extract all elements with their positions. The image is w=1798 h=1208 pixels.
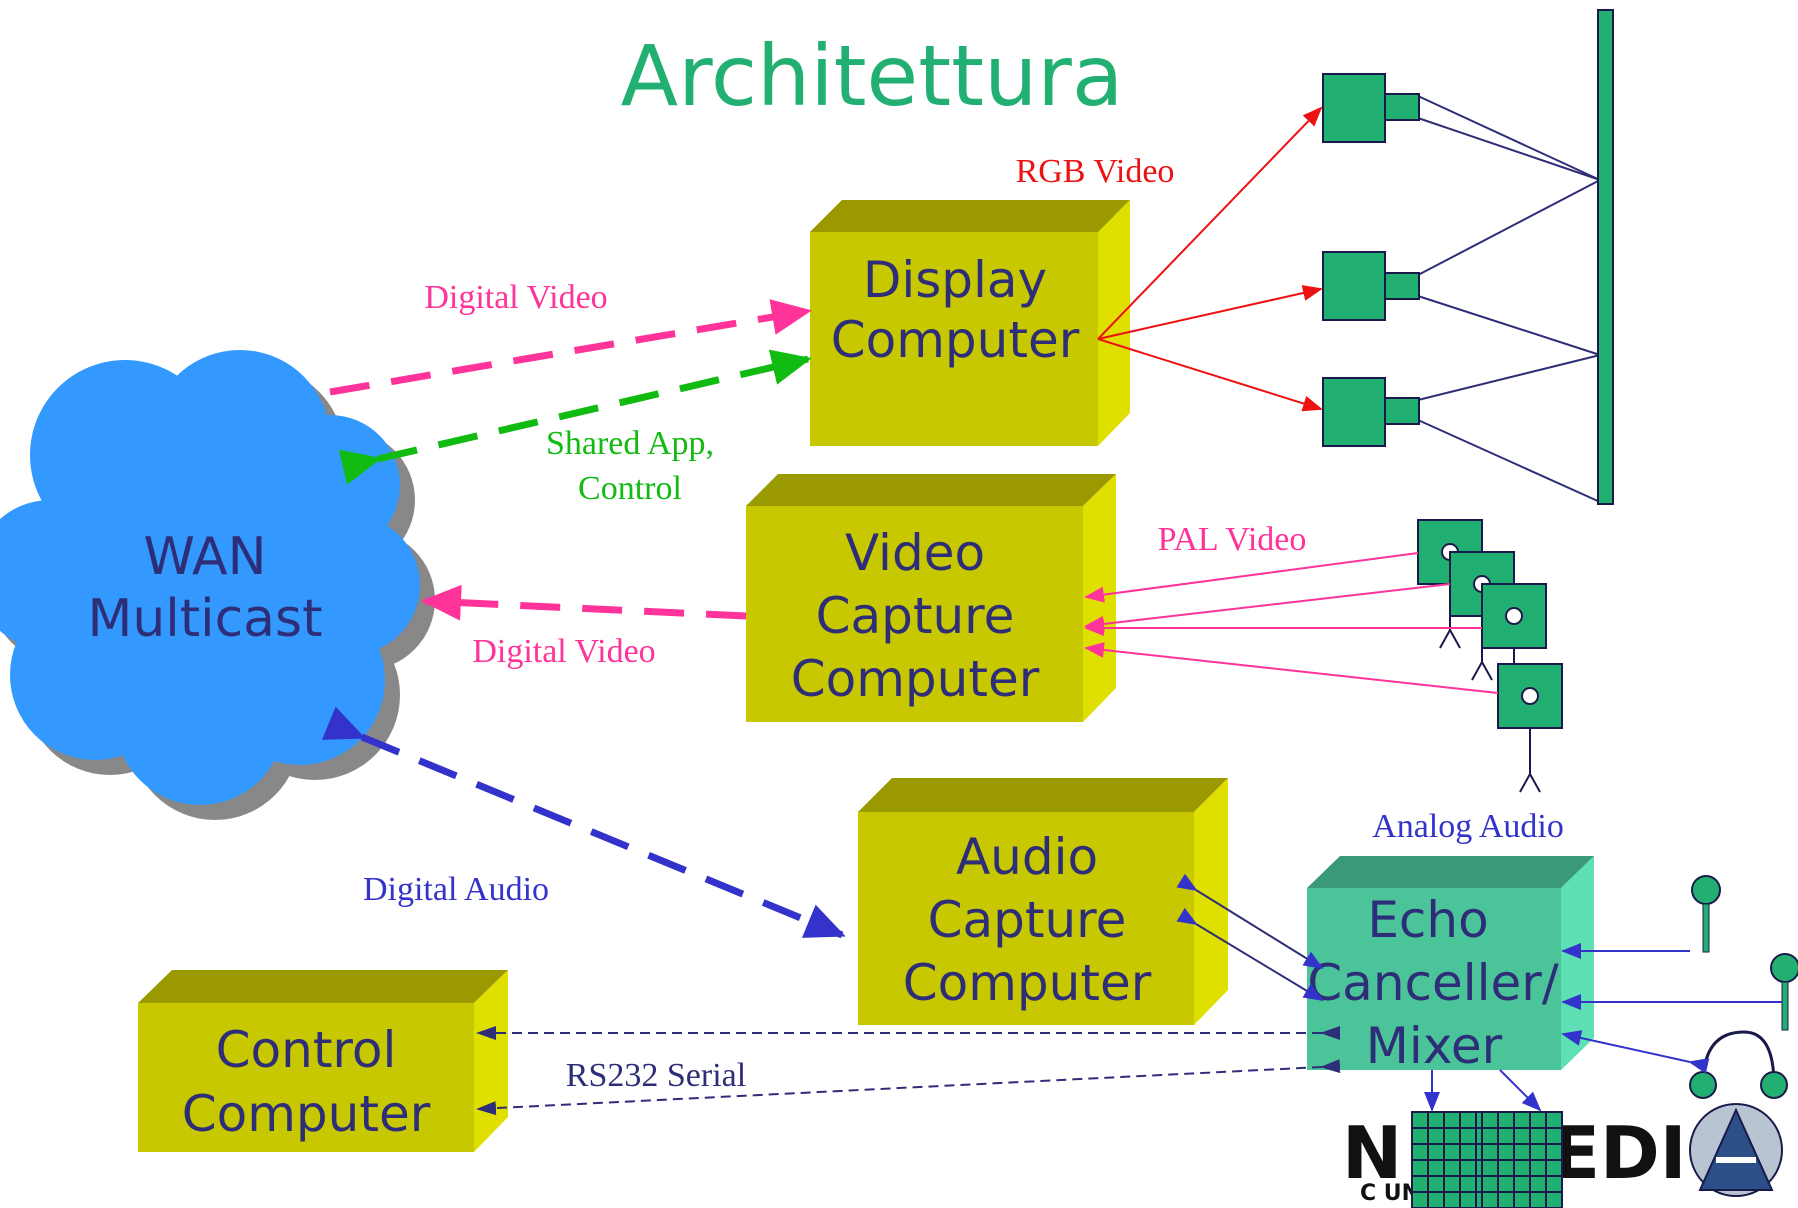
- projection-beams: [1417, 95, 1601, 503]
- digital-video-label-2: Digital Video: [472, 633, 655, 670]
- video-label-line1: Video: [845, 524, 985, 582]
- digital-video-arrow-2: [421, 584, 747, 621]
- pal-video-arrows: [1084, 552, 1499, 694]
- microphones: [1689, 875, 1798, 1099]
- shared-app-arrow: [338, 349, 812, 485]
- digital-audio-label: Digital Audio: [363, 871, 549, 908]
- control-label-line1: Control: [216, 1021, 397, 1079]
- projector-1: [1322, 73, 1420, 143]
- shared-app-label-line1: Shared App,: [546, 425, 714, 462]
- projector-3: [1322, 377, 1420, 447]
- analog-audio-label: Analog Audio: [1372, 808, 1564, 845]
- wan-cloud-body: [0, 350, 420, 805]
- digital-video-label-1: Digital Video: [424, 279, 607, 316]
- rgb-video-arrows: [1097, 106, 1323, 412]
- control-computer-box: Control Computer: [138, 970, 508, 1152]
- microphone-2: [1770, 953, 1798, 1031]
- echo-canceller-mixer-box: Echo Canceller/ Mixer: [1307, 856, 1594, 1075]
- echo-label-line3: Mixer: [1366, 1017, 1503, 1075]
- audio-capture-computer-box: Audio Capture Computer: [858, 778, 1228, 1025]
- speaker-arrows: [1424, 1069, 1542, 1112]
- video-capture-computer-box: Video Capture Computer: [746, 474, 1116, 722]
- display-label-line1: Display: [863, 251, 1047, 309]
- camera-4: [1497, 663, 1563, 793]
- headset-icon: [1689, 1030, 1788, 1099]
- control-label-line2: Computer: [182, 1085, 431, 1143]
- video-label-line2: Capture: [816, 587, 1015, 645]
- page-title: Architettura: [621, 27, 1124, 125]
- speaker-grids: [1411, 1111, 1563, 1208]
- wan-label-line1: WAN: [143, 527, 266, 587]
- projector-2: [1322, 251, 1420, 321]
- logo-emblem-icon: [1689, 1103, 1783, 1197]
- echo-label-line1: Echo: [1367, 891, 1488, 949]
- display-computer-box: Display Computer: [810, 200, 1130, 446]
- rs232-label: RS232 Serial: [566, 1057, 746, 1094]
- speaker-grid-1: [1411, 1111, 1493, 1208]
- display-label-line2: Computer: [831, 311, 1080, 369]
- digital-video-arrow-1: [329, 299, 812, 396]
- rs232-links: [476, 1026, 1341, 1116]
- projection-system: [1322, 9, 1614, 505]
- shared-app-label-line2: Control: [578, 470, 682, 507]
- digital-audio-arrow: [321, 706, 846, 939]
- audio-label-line3: Computer: [903, 954, 1152, 1012]
- wan-cloud: WAN Multicast: [0, 350, 435, 820]
- audio-label-line2: Capture: [928, 891, 1127, 949]
- rgb-video-label: RGB Video: [1016, 153, 1175, 190]
- projection-screen: [1597, 9, 1614, 505]
- mic-input-arrows: [1561, 943, 1782, 1074]
- video-label-line3: Computer: [791, 650, 1040, 708]
- audio-label-line1: Audio: [956, 828, 1098, 886]
- microphone-1: [1691, 875, 1721, 953]
- cameras: [1417, 519, 1563, 793]
- echo-label-line2: Canceller/: [1307, 954, 1559, 1012]
- speaker-grid-2: [1481, 1111, 1563, 1208]
- camera-3: [1481, 583, 1547, 713]
- wan-label-line2: Multicast: [87, 589, 322, 649]
- audio-echo-links: [1176, 873, 1324, 1002]
- pal-video-label: PAL Video: [1158, 521, 1307, 558]
